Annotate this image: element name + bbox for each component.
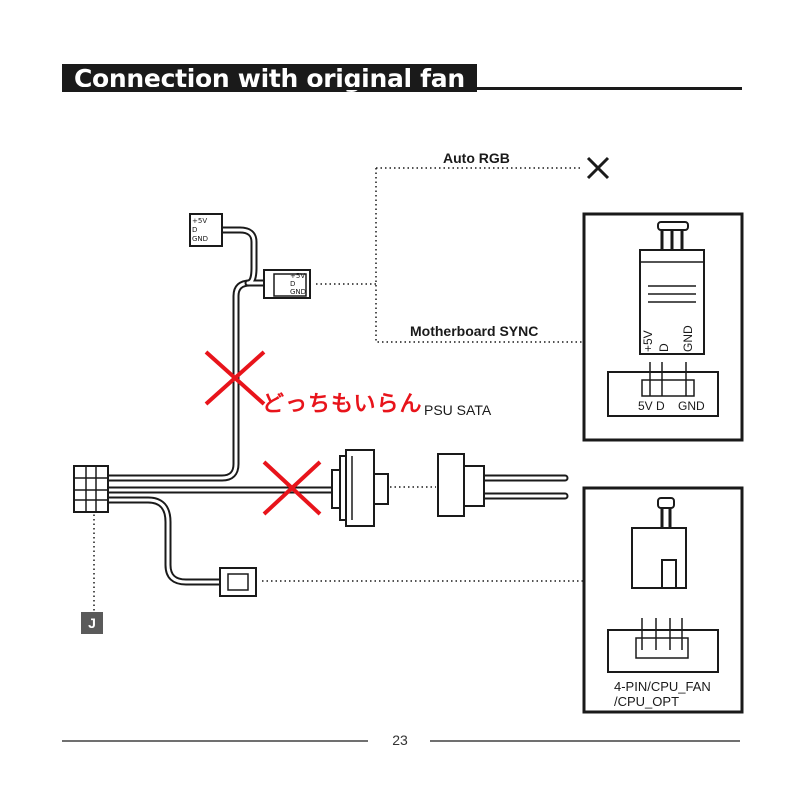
connector-badge: J — [81, 612, 103, 634]
argb-connector: +5V D GND — [263, 269, 311, 299]
svg-text:GND: GND — [192, 235, 208, 243]
svg-text:+5V: +5V — [192, 217, 207, 225]
psu-sata-label: PSU SATA — [424, 402, 492, 418]
red-cross-icon-argb — [204, 350, 266, 406]
auto-rgb-label: Auto RGB — [443, 150, 510, 166]
fan-connector — [219, 567, 257, 597]
svg-text:GND: GND — [681, 325, 695, 352]
svg-text:GND: GND — [678, 399, 705, 413]
psu-sata-plug — [437, 453, 485, 517]
svg-text:GND: GND — [290, 288, 306, 296]
red-cross-icon-sata — [262, 460, 322, 516]
not-connected-icon — [586, 156, 610, 180]
svg-text:D: D — [656, 399, 665, 413]
title-rule — [62, 87, 742, 90]
sata-female-connector — [331, 449, 389, 527]
argb-connector-passthrough: +5V D GND — [189, 213, 223, 247]
fan-header-label-line2: /CPU_OPT — [614, 694, 680, 709]
svg-text:D: D — [290, 280, 295, 288]
svg-text:D: D — [657, 343, 671, 352]
motherboard-sync-inset: +5V D GND 5V D GND — [582, 212, 744, 442]
harness-connector — [73, 465, 109, 513]
page-number: 23 — [392, 732, 408, 748]
fan-header-label-line1: 4-PIN/CPU_FAN — [614, 679, 711, 694]
svg-text:D: D — [192, 226, 197, 234]
fan-header-inset — [582, 486, 744, 714]
svg-text:+5V: +5V — [641, 330, 655, 352]
motherboard-sync-label: Motherboard SYNC — [410, 323, 539, 339]
annotation-note: どっちもいらん — [262, 392, 423, 417]
svg-text:5V: 5V — [638, 399, 653, 413]
svg-text:+5V: +5V — [290, 272, 305, 280]
dotted-leaders — [93, 167, 584, 612]
